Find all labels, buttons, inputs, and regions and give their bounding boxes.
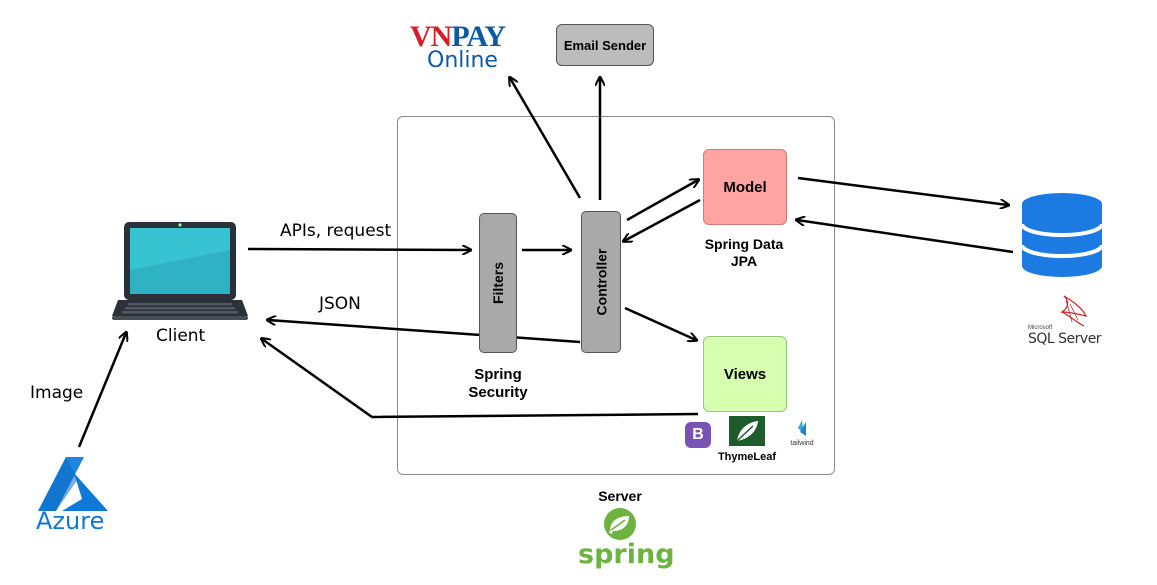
bootstrap-icon: B: [685, 422, 711, 448]
arrow-model-to-database: [797, 176, 1008, 205]
vnpay-pay: PAY: [451, 20, 506, 53]
sql-server-microsoft-text: Microsoft: [1028, 325, 1053, 331]
views-box: Views: [703, 336, 787, 412]
model-box: Model: [703, 149, 787, 225]
vnpay-online-label: Online: [427, 48, 498, 73]
tailwind-label: tailwind: [790, 440, 814, 447]
client-node: [110, 220, 250, 324]
sql-server-icon: [1060, 295, 1088, 327]
arrow-controller-to-views: [624, 306, 696, 340]
spring-data-jpa-caption: Spring Data JPA: [704, 236, 784, 269]
filters-box: Filters: [479, 213, 517, 353]
spring-security-caption: Spring Security: [468, 366, 528, 401]
arrow-controller-to-model: [626, 180, 698, 222]
azure-logo-icon: [38, 457, 108, 511]
vnpay-logo: VNPAY Online: [410, 22, 510, 74]
arrow-views-to-client: [262, 339, 699, 419]
controller-label: Controller: [593, 248, 610, 316]
arrow-controller-to-client: [268, 320, 581, 344]
spring-logo-text: spring: [578, 539, 675, 570]
tailwind-logo: tailwind: [784, 418, 820, 450]
spring-leaf-icon: [598, 507, 642, 541]
tailwind-icon: [798, 420, 806, 436]
arrow-controller-to-vnpay: [510, 78, 582, 199]
client-label: Client: [156, 326, 206, 346]
image-edge-label: Image: [30, 383, 84, 403]
thymeleaf-icon: [729, 416, 765, 446]
thymeleaf-label: ThymeLeaf: [717, 451, 777, 463]
email-sender-box: Email Sender: [556, 24, 654, 66]
arrow-database-to-model: [797, 220, 1014, 254]
arrow-client-to-filters: [247, 249, 470, 250]
server-label: Server: [598, 488, 642, 504]
sql-server-logo: Microsoft SQL Server: [1026, 292, 1102, 348]
json-edge-label: JSON: [319, 294, 361, 314]
controller-box: Controller: [581, 211, 621, 353]
database-icon: [1020, 192, 1104, 278]
filters-label: Filters: [490, 261, 507, 305]
request-edge-label: APIs, request: [280, 221, 392, 241]
arrow-azure-to-client: [77, 333, 126, 448]
arrow-model-to-controller: [624, 198, 701, 241]
azure-label: Azure: [36, 507, 105, 535]
sql-server-label: SQL Server: [1028, 331, 1102, 347]
laptop-icon: [112, 222, 248, 320]
vnpay-vn: VN: [410, 20, 452, 53]
azure-node: Azure: [36, 455, 112, 537]
